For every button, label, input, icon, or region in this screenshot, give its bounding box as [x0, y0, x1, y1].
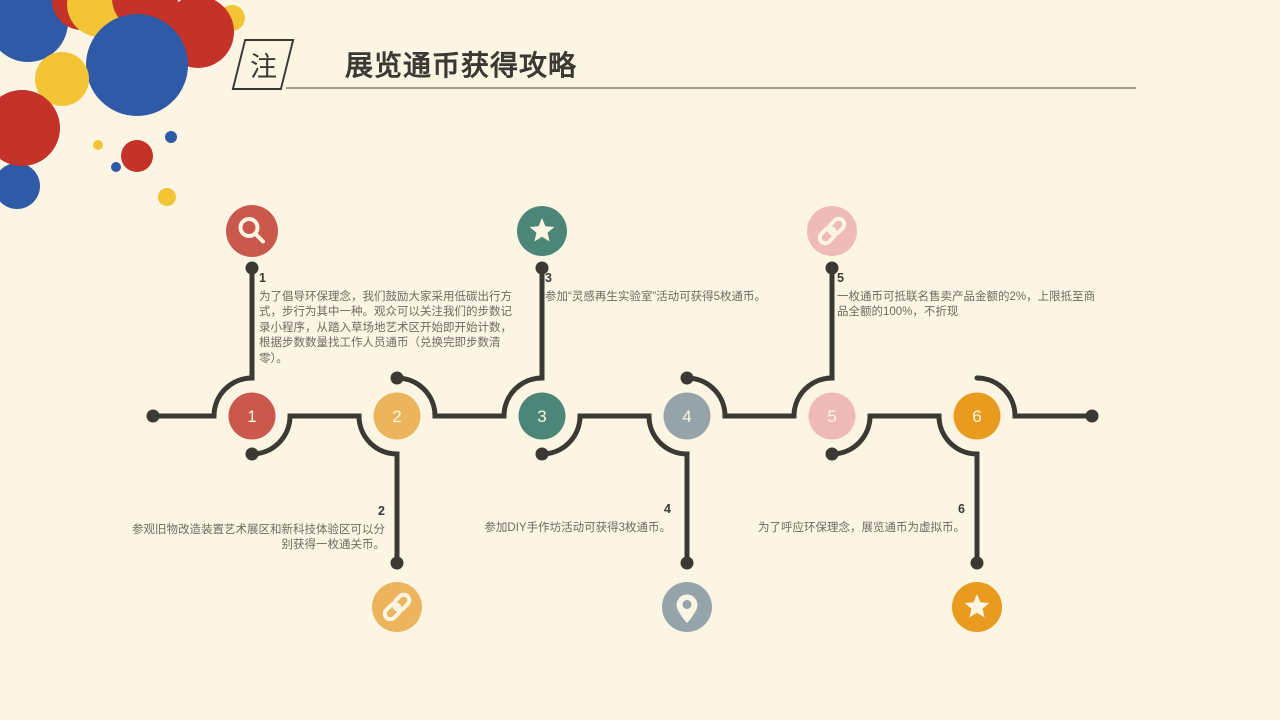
step-number: 5: [837, 271, 844, 285]
node-4: 4: [663, 392, 711, 440]
step-description: 一枚通币可抵联名售卖产品金额的2%，上限抵至商品全额的100%，不折现: [837, 290, 1096, 319]
node-circle: [228, 392, 276, 440]
node-number: 1: [247, 407, 256, 426]
step-description: 为了呼应环保理念，展览通币为虚拟币。: [758, 521, 965, 534]
node-number: 3: [537, 407, 546, 426]
step-text-3: 3 参加“灵感再生实验室”活动可获得5枚通币。: [545, 271, 815, 305]
timeline-path: [974, 375, 1095, 419]
line-end-dot: [680, 556, 694, 570]
node-number: 5: [827, 407, 836, 426]
page-title: 展览通币获得攻略: [345, 50, 578, 81]
step-number: 2: [378, 504, 385, 518]
node-circle: [953, 392, 1001, 440]
line-end-dot: [146, 409, 160, 423]
node-circle: [663, 392, 711, 440]
node-6: 6: [953, 392, 1001, 440]
timeline-path: [249, 413, 400, 566]
step-text-1: 1 为了倡导环保理念，我们鼓励大家采用低碳出行方式，步行为其中一种。观众可以关注…: [259, 271, 517, 367]
node-circle: [373, 392, 421, 440]
title-underline: [286, 87, 1136, 89]
line-end-dot: [1085, 409, 1099, 423]
node-2: 2: [373, 392, 421, 440]
step-text-5: 5 一枚通币可抵联名售卖产品金额的2%，上限抵至商品全额的100%，不折现: [837, 271, 1103, 321]
line-end-dot: [825, 447, 839, 461]
node-3: 3: [518, 392, 566, 440]
step-text-2: 2 参观旧物改造装置艺术展区和新科技体验区可以分别获得一枚通关币。: [130, 504, 385, 554]
timeline-path: [829, 413, 980, 566]
timeline-path: [150, 265, 255, 419]
line-end-dot: [680, 371, 694, 385]
line-end-dot: [535, 261, 549, 275]
line-end-dot: [970, 556, 984, 570]
step-description: 为了倡导环保理念，我们鼓励大家采用低碳出行方式，步行为其中一种。观众可以关注我们…: [259, 290, 512, 365]
link-icon: [372, 582, 422, 632]
node-number: 2: [392, 407, 401, 426]
step-text-4: 4 参加DIY手作坊活动可获得3枚通币。: [421, 502, 671, 536]
header: 注 展览通币获得攻略: [0, 0, 1280, 100]
line-end-dot: [390, 371, 404, 385]
line-end-dot: [390, 556, 404, 570]
node-circle: [518, 392, 566, 440]
star-icon: [517, 206, 567, 256]
step-number: 1: [259, 271, 266, 285]
step-number: 4: [664, 502, 671, 516]
step-number: 3: [545, 271, 552, 285]
step-description: 参加“灵感再生实验室”活动可获得5枚通币。: [545, 290, 767, 303]
step-number: 6: [958, 502, 965, 516]
line-end-dot: [245, 447, 259, 461]
step-text-6: 6 为了呼应环保理念，展览通币为虚拟币。: [712, 502, 965, 536]
line-end-dot: [825, 261, 839, 275]
link-icon: [807, 206, 857, 256]
star-icon: [952, 582, 1002, 632]
node-circle: [808, 392, 856, 440]
node-number: 4: [682, 407, 691, 426]
line-end-dot: [535, 447, 549, 461]
node-5: 5: [808, 392, 856, 440]
timeline-path: [539, 413, 690, 566]
line-end-dot: [245, 261, 259, 275]
step-description: 参加DIY手作坊活动可获得3枚通币。: [484, 521, 671, 534]
location-pin-icon: [662, 582, 712, 632]
timeline-path: [684, 265, 835, 419]
node-1: 1: [228, 392, 276, 440]
timeline-path: [394, 265, 545, 419]
search-icon: [226, 205, 278, 257]
node-number: 6: [972, 407, 981, 426]
step-description: 参观旧物改造装置艺术展区和新科技体验区可以分别获得一枚通关币。: [132, 523, 385, 552]
